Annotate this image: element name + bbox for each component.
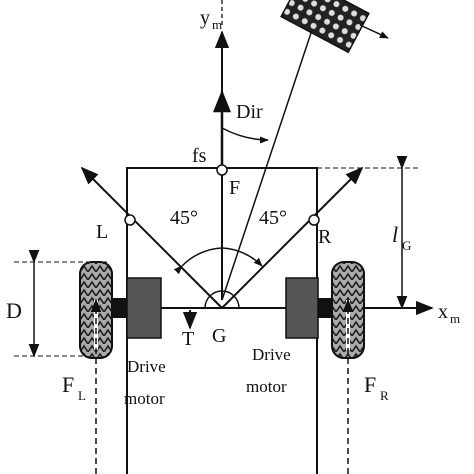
right-sensor-point: [308, 214, 320, 226]
right-point-label: R: [318, 226, 332, 248]
left-point-label: L: [96, 221, 108, 243]
angle-arc-left: [173, 247, 223, 275]
right-force-label-sub: R: [380, 388, 389, 403]
angle-arc-right: [221, 247, 263, 267]
left-force-label: F: [62, 372, 74, 397]
light-source-panel: [280, 0, 370, 54]
panel-arrow: [359, 24, 389, 39]
right-drive-motor: [285, 277, 319, 339]
left-sensor-point: [124, 214, 136, 226]
right-axle: [318, 298, 332, 318]
y-axis-label-sub: m: [212, 17, 222, 32]
left-drive-motor: [126, 277, 162, 339]
lg-label-sub: G: [402, 238, 411, 253]
right-sensor-direction: [221, 166, 364, 309]
left-motor-label-2: motor: [124, 389, 165, 408]
right-force-label: F: [364, 372, 376, 397]
right-motor-label-1: Drive: [252, 345, 291, 364]
right-motor-label-2: motor: [246, 377, 287, 396]
torque-label: T: [182, 328, 194, 350]
d-label: D: [6, 298, 22, 323]
center-point-label: G: [212, 325, 226, 347]
lg-label: l: [392, 222, 398, 247]
front-sensor-point: [216, 164, 228, 176]
g-point-arc: [204, 290, 240, 309]
left-motor-label-1: Drive: [127, 357, 166, 376]
front-sensor-label: fs: [192, 145, 207, 167]
direction-label: Dir: [236, 101, 263, 123]
left-sensor-direction: [80, 166, 223, 309]
direction-line: [221, 29, 313, 301]
left-force-label-sub: L: [78, 388, 86, 403]
left-axle: [112, 298, 128, 318]
front-point-label: F: [229, 177, 240, 199]
dir-angle-arc: [221, 127, 269, 144]
angle-right-label: 45°: [259, 207, 287, 229]
angle-left-label: 45°: [170, 207, 198, 229]
x-axis-label: x: [438, 301, 448, 323]
x-axis-label-sub: m: [450, 311, 460, 326]
y-axis-label: y: [200, 7, 210, 29]
